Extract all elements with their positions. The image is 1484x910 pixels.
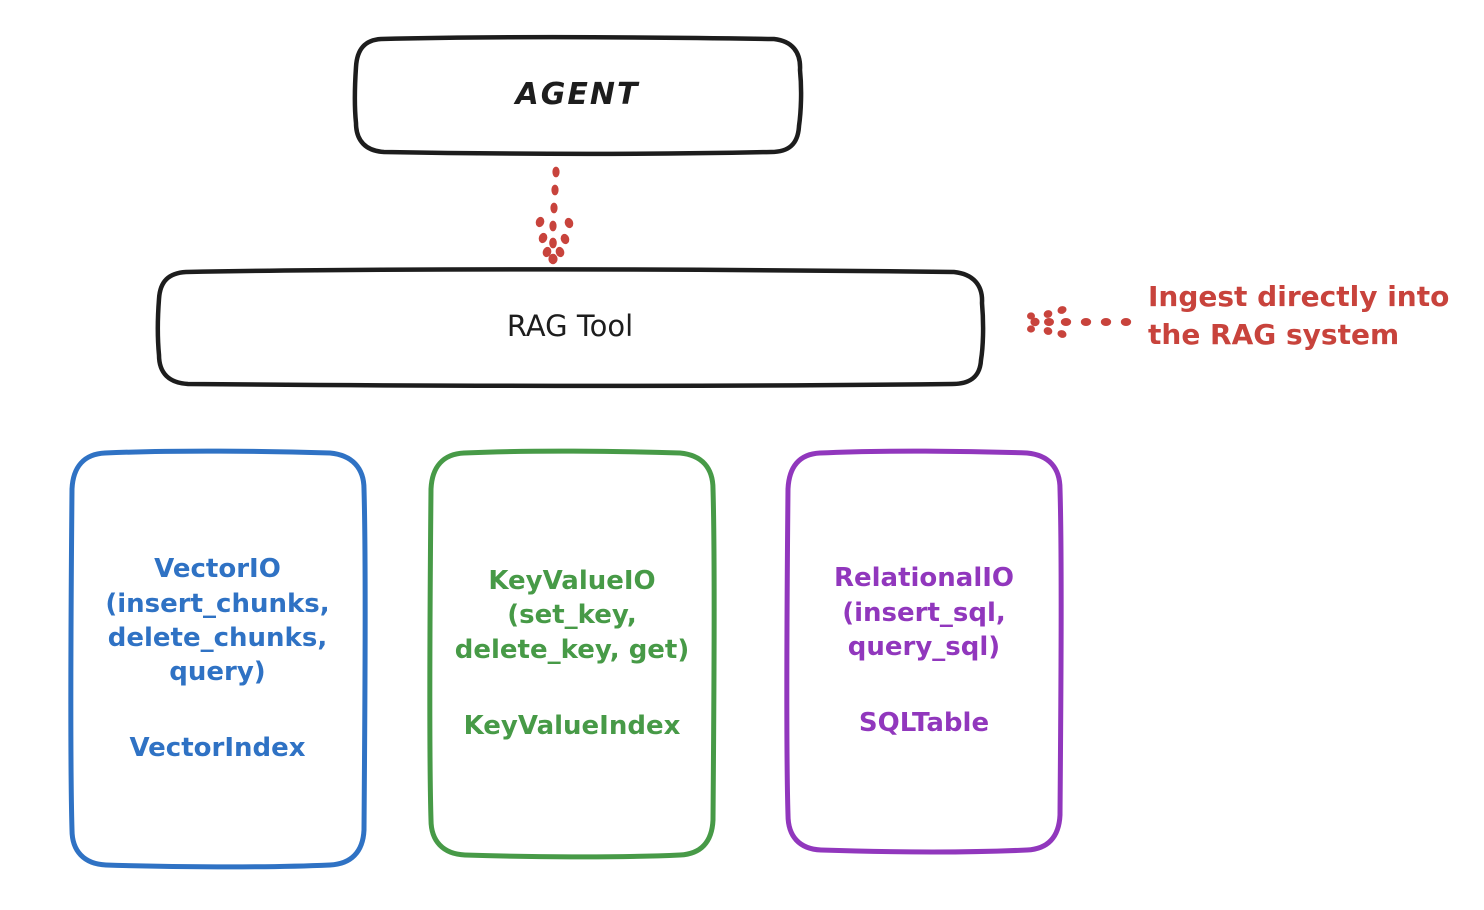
relational-io-api-text: RelationalIO (insert_sql, query_sql) (833, 563, 1015, 662)
vector-io-box[interactable] (68, 448, 368, 870)
vector-io-node-label: VectorIO (insert_chunks, delete_chunks, … (70, 452, 365, 866)
key-value-io-api-text: KeyValueIO (set_key, delete_key, get) (454, 565, 690, 665)
key-value-index-text: KeyValueIndex (463, 710, 681, 741)
relational-io-node-label: RelationalIO (insert_sql, query_sql) SQL… (788, 452, 1060, 850)
relational-io-box[interactable] (784, 448, 1064, 855)
vector-index-text: VectorIndex (129, 733, 306, 764)
key-value-io-box[interactable] (427, 448, 717, 860)
ingest-annotation-arrow (1027, 306, 1132, 338)
rag-tool-box[interactable] (155, 267, 986, 389)
vector-io-api-text: VectorIO (insert_chunks, delete_chunks, … (105, 554, 330, 688)
sql-table-text: SQLTable (858, 708, 990, 739)
ingest-annotation-label: Ingest directly into the RAG system (1148, 280, 1450, 351)
agent-to-rag-tool-arrow (535, 166, 574, 265)
key-value-io-node-label: KeyValueIO (set_key, delete_key, get) Ke… (430, 452, 714, 855)
agent-box[interactable] (352, 34, 804, 157)
